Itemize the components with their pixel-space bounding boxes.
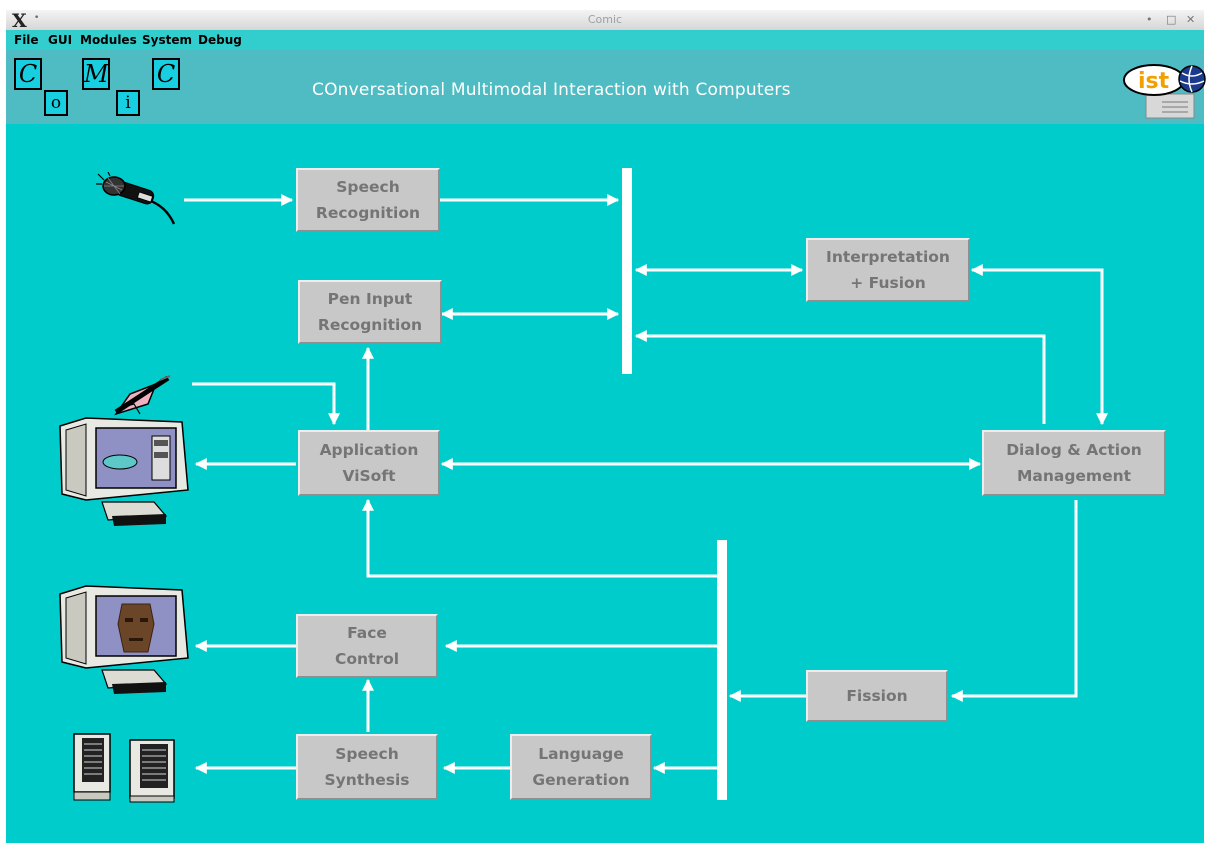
app-header: C o M i C COnversational Multimodal Inte…	[6, 50, 1206, 124]
logo-letter-c1: C	[14, 58, 42, 90]
microphone-icon	[96, 172, 176, 225]
menu-bar: File GUI Modules System Debug	[6, 30, 1204, 50]
window-titlebar: X • Comic • □ ✕	[6, 10, 1204, 32]
menu-debug[interactable]: Debug	[198, 33, 242, 47]
monitor-icon	[59, 417, 189, 526]
monitor-face-icon	[59, 585, 189, 694]
module-fission[interactable]: Fission	[806, 670, 948, 722]
menu-gui[interactable]: GUI	[48, 33, 73, 47]
ist-logo-text: ist	[1138, 69, 1170, 94]
maximize-icon[interactable]: □	[1166, 13, 1177, 26]
diagram-connections	[184, 168, 1108, 800]
menu-modules[interactable]: Modules	[80, 33, 137, 47]
logo-letter-m: M	[82, 58, 110, 90]
window-title: Comic	[587, 13, 623, 26]
close-icon[interactable]: ✕	[1186, 13, 1196, 26]
speakers-icon	[73, 733, 175, 803]
logo-letter-c2: C	[152, 58, 180, 90]
menu-file[interactable]: File	[14, 33, 39, 47]
pen-icon	[114, 375, 171, 416]
app-tagline: COnversational Multimodal Interaction wi…	[312, 80, 791, 100]
window-menu-icon[interactable]: •	[34, 13, 40, 23]
menu-system[interactable]: System	[142, 33, 192, 47]
module-interpretation-fusion[interactable]: Interpretation+ Fusion	[806, 238, 970, 302]
minimize-icon[interactable]: •	[1146, 13, 1153, 26]
logo-letter-i: i	[116, 90, 140, 116]
ist-logo: ist	[1123, 64, 1206, 119]
x-window-icon[interactable]: X	[12, 10, 27, 32]
logo-letter-o: o	[44, 90, 68, 116]
